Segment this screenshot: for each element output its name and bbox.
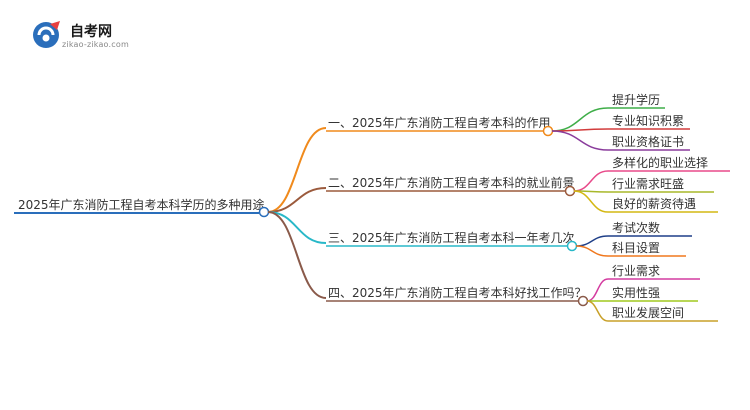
root-node-dot[interactable]	[258, 206, 270, 218]
leaf-node-label-1-1: 提升学历	[612, 92, 660, 107]
branch-connector-2	[267, 187, 327, 213]
leaf-node-label-2-3: 良好的薪资待遇	[612, 196, 696, 211]
brand-name: 自考网	[70, 24, 112, 40]
leaf-connector-2-3	[573, 190, 609, 213]
zikao-logo-icon	[33, 21, 60, 48]
branch-node-dot-2[interactable]	[564, 185, 576, 197]
branch-node-dot-1[interactable]	[542, 125, 554, 137]
brand-url: zikao-zikao.com	[62, 40, 129, 49]
branch-node-label-1: 一、2025年广东消防工程自考本科的作用	[328, 115, 551, 130]
leaf-node-label-1-2: 专业知识积累	[612, 113, 684, 128]
leaf-connector-1-1	[551, 107, 609, 132]
leaf-connector-4-1	[586, 278, 609, 302]
leaf-node-label-1-3: 职业资格证书	[612, 134, 684, 149]
leaf-node-label-3-1: 考试次数	[612, 220, 660, 235]
leaf-connector-4-3	[586, 300, 609, 322]
branch-node-label-2: 二、2025年广东消防工程自考本科的就业前景	[328, 175, 575, 190]
branch-node-dot-4[interactable]	[577, 295, 589, 307]
root-node-label: 2025年广东消防工程自考本科学历的多种用途	[18, 197, 265, 212]
leaf-connector-2-1	[573, 170, 609, 192]
leaf-node-label-4-2: 实用性强	[612, 285, 660, 300]
leaf-connector-3-2	[575, 245, 609, 257]
leaf-connector-3-1	[575, 235, 609, 247]
leaf-connector-1-3	[551, 130, 609, 151]
branch-connector-1	[267, 127, 327, 213]
branch-connector-4	[267, 211, 327, 299]
leaf-node-label-2-2: 行业需求旺盛	[612, 176, 684, 191]
leaf-node-label-4-3: 职业发展空间	[612, 305, 684, 320]
branch-node-dot-3[interactable]	[566, 240, 578, 252]
branch-connector-3	[267, 211, 327, 244]
branch-node-label-3: 三、2025年广东消防工程自考本科一年考几次	[328, 230, 575, 245]
leaf-node-label-4-1: 行业需求	[612, 264, 660, 278]
leaf-node-label-3-2: 科目设置	[612, 241, 660, 255]
leaf-node-label-2-1: 多样化的职业选择	[612, 155, 708, 170]
branch-node-label-4: 四、2025年广东消防工程自考本科好找工作吗？	[328, 285, 587, 300]
